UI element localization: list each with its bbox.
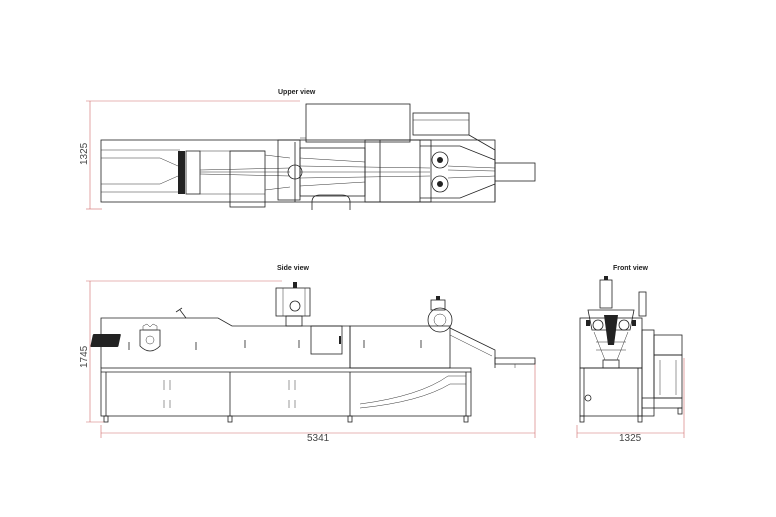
upper-height-value: 1325 <box>79 142 90 165</box>
side-height-dimension: 1745 <box>79 280 282 423</box>
side-curved-guide <box>359 375 466 405</box>
front-width-dimension: 1325 <box>576 358 685 444</box>
front-lower-frame <box>579 367 643 417</box>
side-length-dimension: 5341 <box>100 360 536 444</box>
side-view: Side view 1745 5341 <box>79 265 536 444</box>
upper-view: Upper view 1325 <box>79 89 536 210</box>
front-side-cabinet <box>653 354 683 399</box>
upper-main-body <box>100 139 432 203</box>
side-outfeed-plate <box>494 357 536 365</box>
front-width-value: 1325 <box>619 433 642 444</box>
upper-right-roller-top <box>431 151 449 169</box>
logo-badge <box>90 334 121 347</box>
upper-right-roller-bottom <box>431 175 449 193</box>
upper-height-dimension: 1325 <box>79 100 300 210</box>
upper-outfeed <box>494 162 536 182</box>
front-top-motor <box>599 279 613 309</box>
front-view-label: Front view <box>613 265 649 272</box>
side-lower-frame <box>100 367 472 417</box>
front-center-dies <box>604 315 618 345</box>
side-door-panel <box>310 325 343 355</box>
side-right-wheel <box>427 307 453 333</box>
upper-top-housing <box>305 103 411 143</box>
side-height-value: 1745 <box>79 345 90 368</box>
side-view-label: Side view <box>277 265 309 272</box>
front-view: Front view 1325 <box>576 265 685 444</box>
side-upper-housing <box>100 317 351 368</box>
side-length-value: 5341 <box>307 433 330 444</box>
upper-view-label: Upper view <box>278 89 316 96</box>
logo-shield-icon <box>139 329 161 352</box>
logo-text: BTI <box>169 336 184 346</box>
